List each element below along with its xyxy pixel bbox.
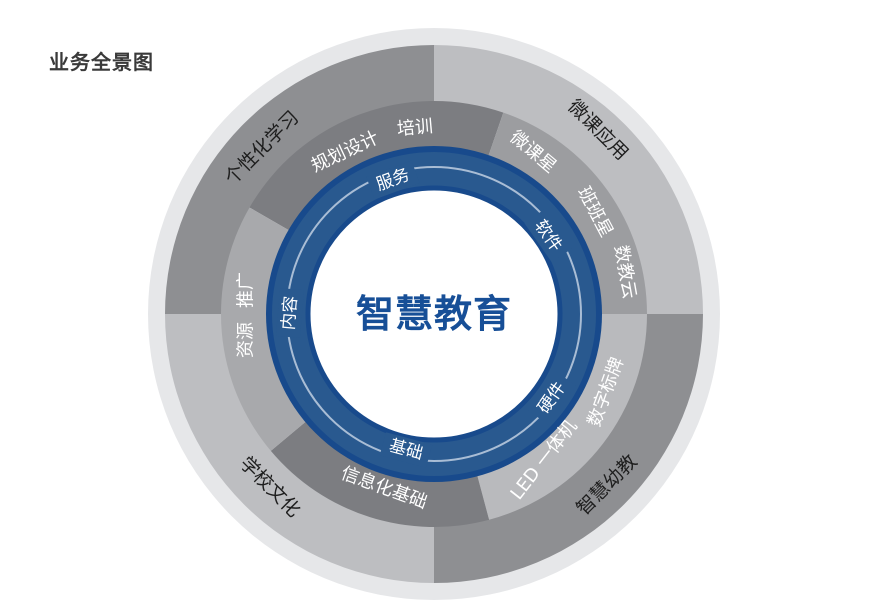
label-backdrop: [366, 160, 420, 200]
center-label: 智慧教育: [356, 292, 512, 336]
label-backdrop: [524, 209, 572, 263]
page-title: 业务全景图: [49, 50, 154, 74]
middle-label: 资源: [236, 322, 257, 358]
label-backdrop: [379, 432, 433, 468]
center-disc: [305, 185, 563, 443]
middle-label: 推广: [236, 272, 257, 308]
label-backdrop: [275, 288, 305, 338]
middle-label: 培训: [396, 116, 434, 140]
ring-label-content: 内容: [279, 295, 302, 331]
label-backdrop: [528, 371, 576, 425]
